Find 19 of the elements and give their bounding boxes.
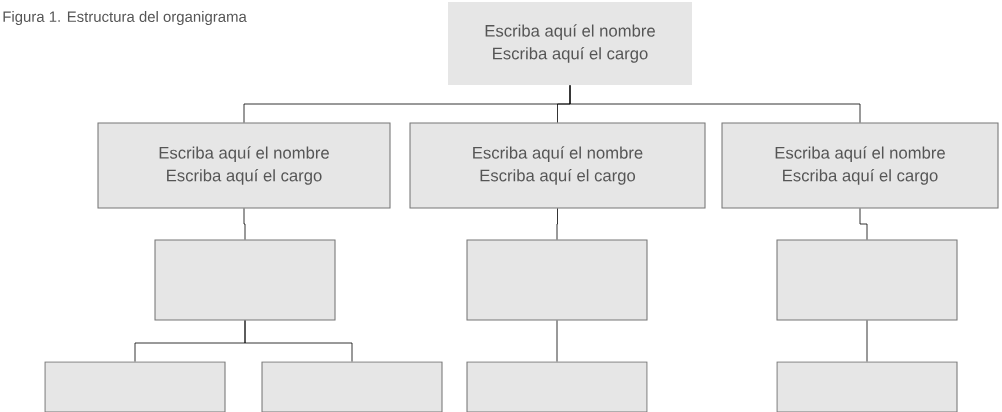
empty-box bbox=[466, 239, 648, 321]
connector-line bbox=[556, 208, 558, 240]
empty-box bbox=[776, 239, 958, 321]
empty-box bbox=[154, 239, 336, 321]
connector-line bbox=[866, 320, 868, 362]
person-box: Escriba aquí el nombre Escriba aquí el cargo bbox=[409, 122, 706, 209]
person-box: Escriba aquí el nombre Escriba aquí el cargo bbox=[97, 122, 391, 209]
empty-box bbox=[261, 361, 443, 412]
person-box: Escriba aquí el nombre Escriba aquí el cargo bbox=[448, 2, 692, 85]
figure-title: Figura 1. Estructura del organigrama bbox=[3, 11, 247, 25]
empty-box bbox=[44, 361, 226, 412]
connector-line bbox=[556, 320, 558, 362]
empty-box bbox=[466, 361, 648, 412]
connector-line bbox=[859, 208, 868, 240]
person-box: Escriba aquí el nombre Escriba aquí el cargo bbox=[721, 122, 999, 209]
connector-line bbox=[243, 208, 246, 240]
connector-line bbox=[244, 320, 353, 362]
empty-box bbox=[776, 361, 958, 412]
connector-line bbox=[569, 84, 861, 123]
